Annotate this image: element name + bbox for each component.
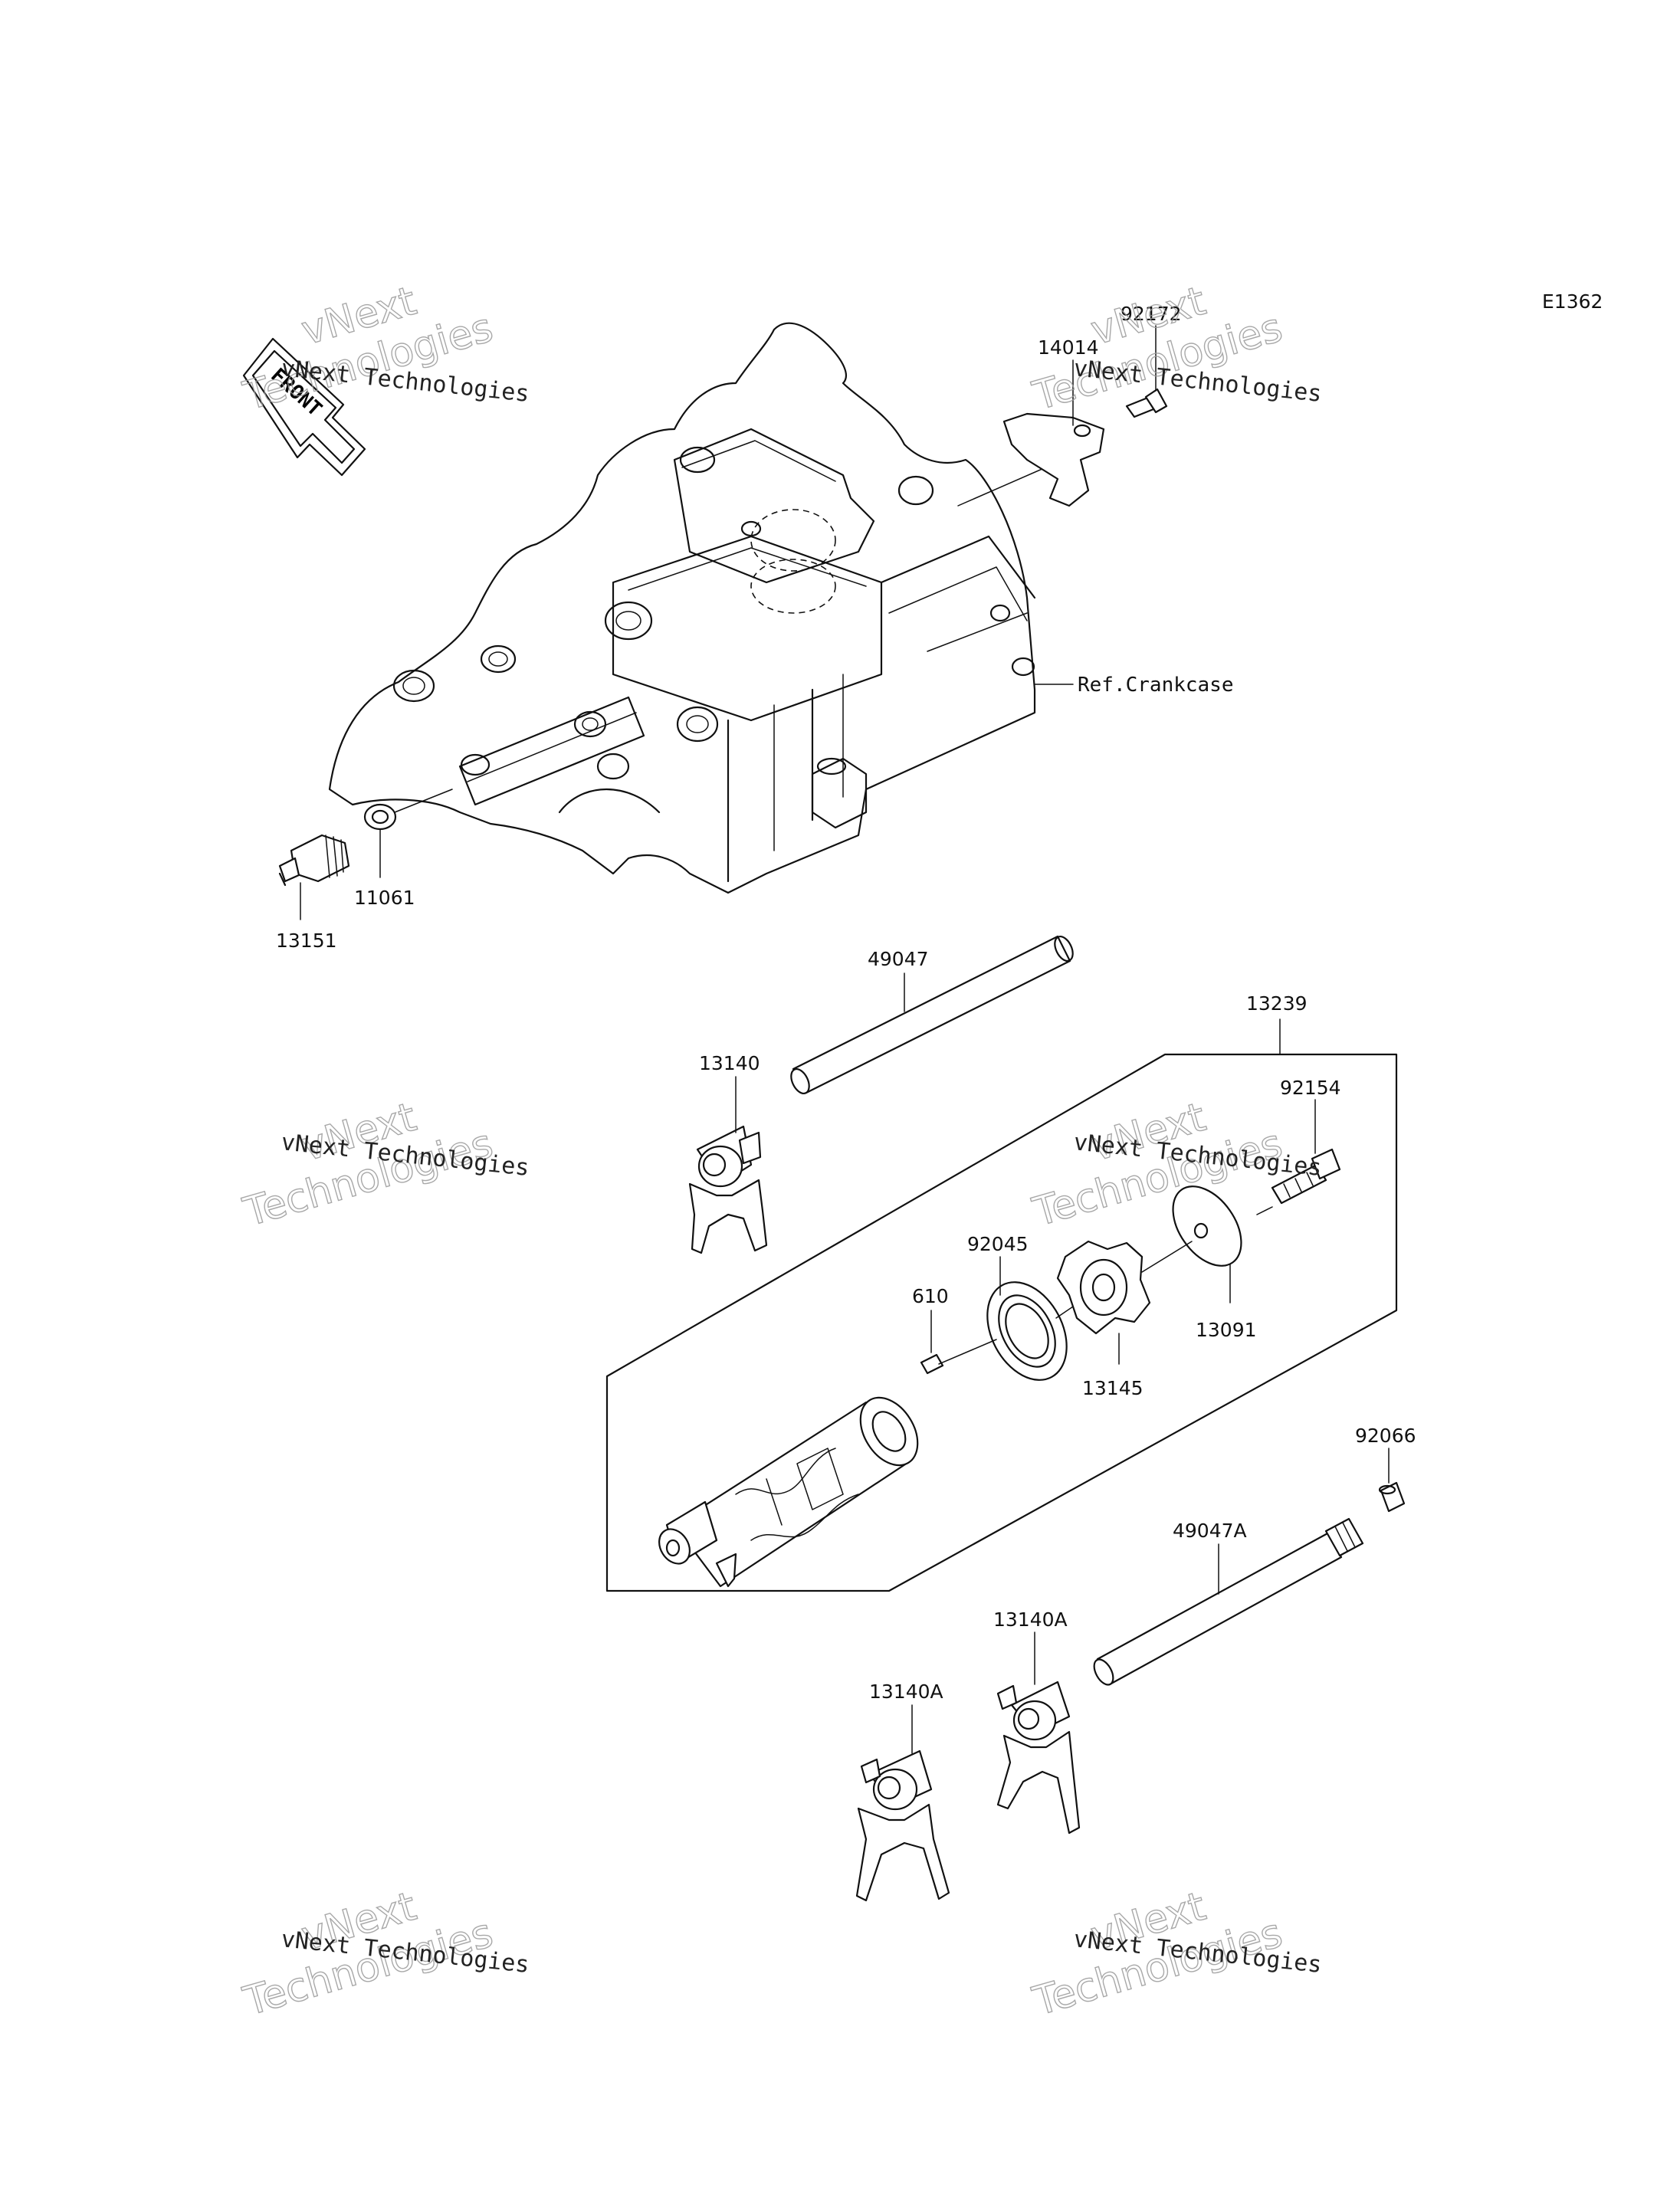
label-11061: 11061 xyxy=(354,887,415,909)
part-13151-switch xyxy=(278,834,350,887)
part-13091-plate xyxy=(1172,1185,1242,1267)
leader-washer-to-case xyxy=(394,789,453,813)
diagram-code: E1362 xyxy=(1542,290,1603,313)
label-13091: 13091 xyxy=(1196,1319,1257,1341)
label-13140A-left: 13140A xyxy=(869,1681,943,1703)
part-610-pin xyxy=(920,1353,944,1375)
part-13145-cam xyxy=(1056,1240,1151,1335)
part-13140A-fork-left xyxy=(855,1749,950,1902)
part-49047A-shaft xyxy=(1093,1517,1364,1686)
label-92154: 92154 xyxy=(1280,1077,1341,1099)
label-92045: 92045 xyxy=(967,1233,1029,1255)
assembly-13239-frame xyxy=(605,1053,1398,1592)
label-92172: 92172 xyxy=(1121,303,1182,325)
label-92066: 92066 xyxy=(1355,1425,1416,1447)
label-13140A-right: 13140A xyxy=(993,1608,1068,1631)
leader-92045-axis xyxy=(1055,1306,1074,1319)
leader-13091-axis xyxy=(1256,1206,1273,1215)
label-13145: 13145 xyxy=(1082,1377,1144,1399)
part-92066-cap xyxy=(1378,1481,1406,1513)
part-92154-bolt xyxy=(1271,1148,1341,1205)
label-49047A: 49047A xyxy=(1173,1520,1247,1542)
label-13140: 13140 xyxy=(699,1052,760,1074)
part-shift-drum xyxy=(658,1396,919,1588)
part-13140-fork xyxy=(688,1125,768,1254)
watermark-bottom-left: vNext Technologies vNext Technologies xyxy=(238,1883,530,2025)
label-49047: 49047 xyxy=(868,948,929,970)
watermark-bottom-right: vNext Technologies vNext Technologies xyxy=(1027,1883,1323,2025)
ref-crankcase-label: Ref.Crankcase xyxy=(1078,674,1234,697)
leader-13145-axis xyxy=(1141,1241,1193,1273)
label-13239: 13239 xyxy=(1246,992,1308,1015)
label-610: 610 xyxy=(912,1285,949,1307)
label-14014: 14014 xyxy=(1038,336,1099,359)
part-14014-plate xyxy=(1002,412,1105,507)
watermark-mid-left: vNext Technologies vNext Technologies xyxy=(238,1094,530,1236)
part-92172-bolt xyxy=(1125,388,1168,418)
crankcase-drawing xyxy=(328,322,1081,894)
label-13151: 13151 xyxy=(276,930,337,952)
part-11061-washer xyxy=(363,803,397,831)
part-49047-shaft xyxy=(790,935,1074,1094)
part-92045-bearing xyxy=(986,1281,1068,1381)
watermark-top-left: vNext Technologies vNext Technologies xyxy=(238,277,530,420)
leader-610-axis xyxy=(938,1339,997,1365)
part-13140A-fork-right xyxy=(996,1681,1081,1835)
